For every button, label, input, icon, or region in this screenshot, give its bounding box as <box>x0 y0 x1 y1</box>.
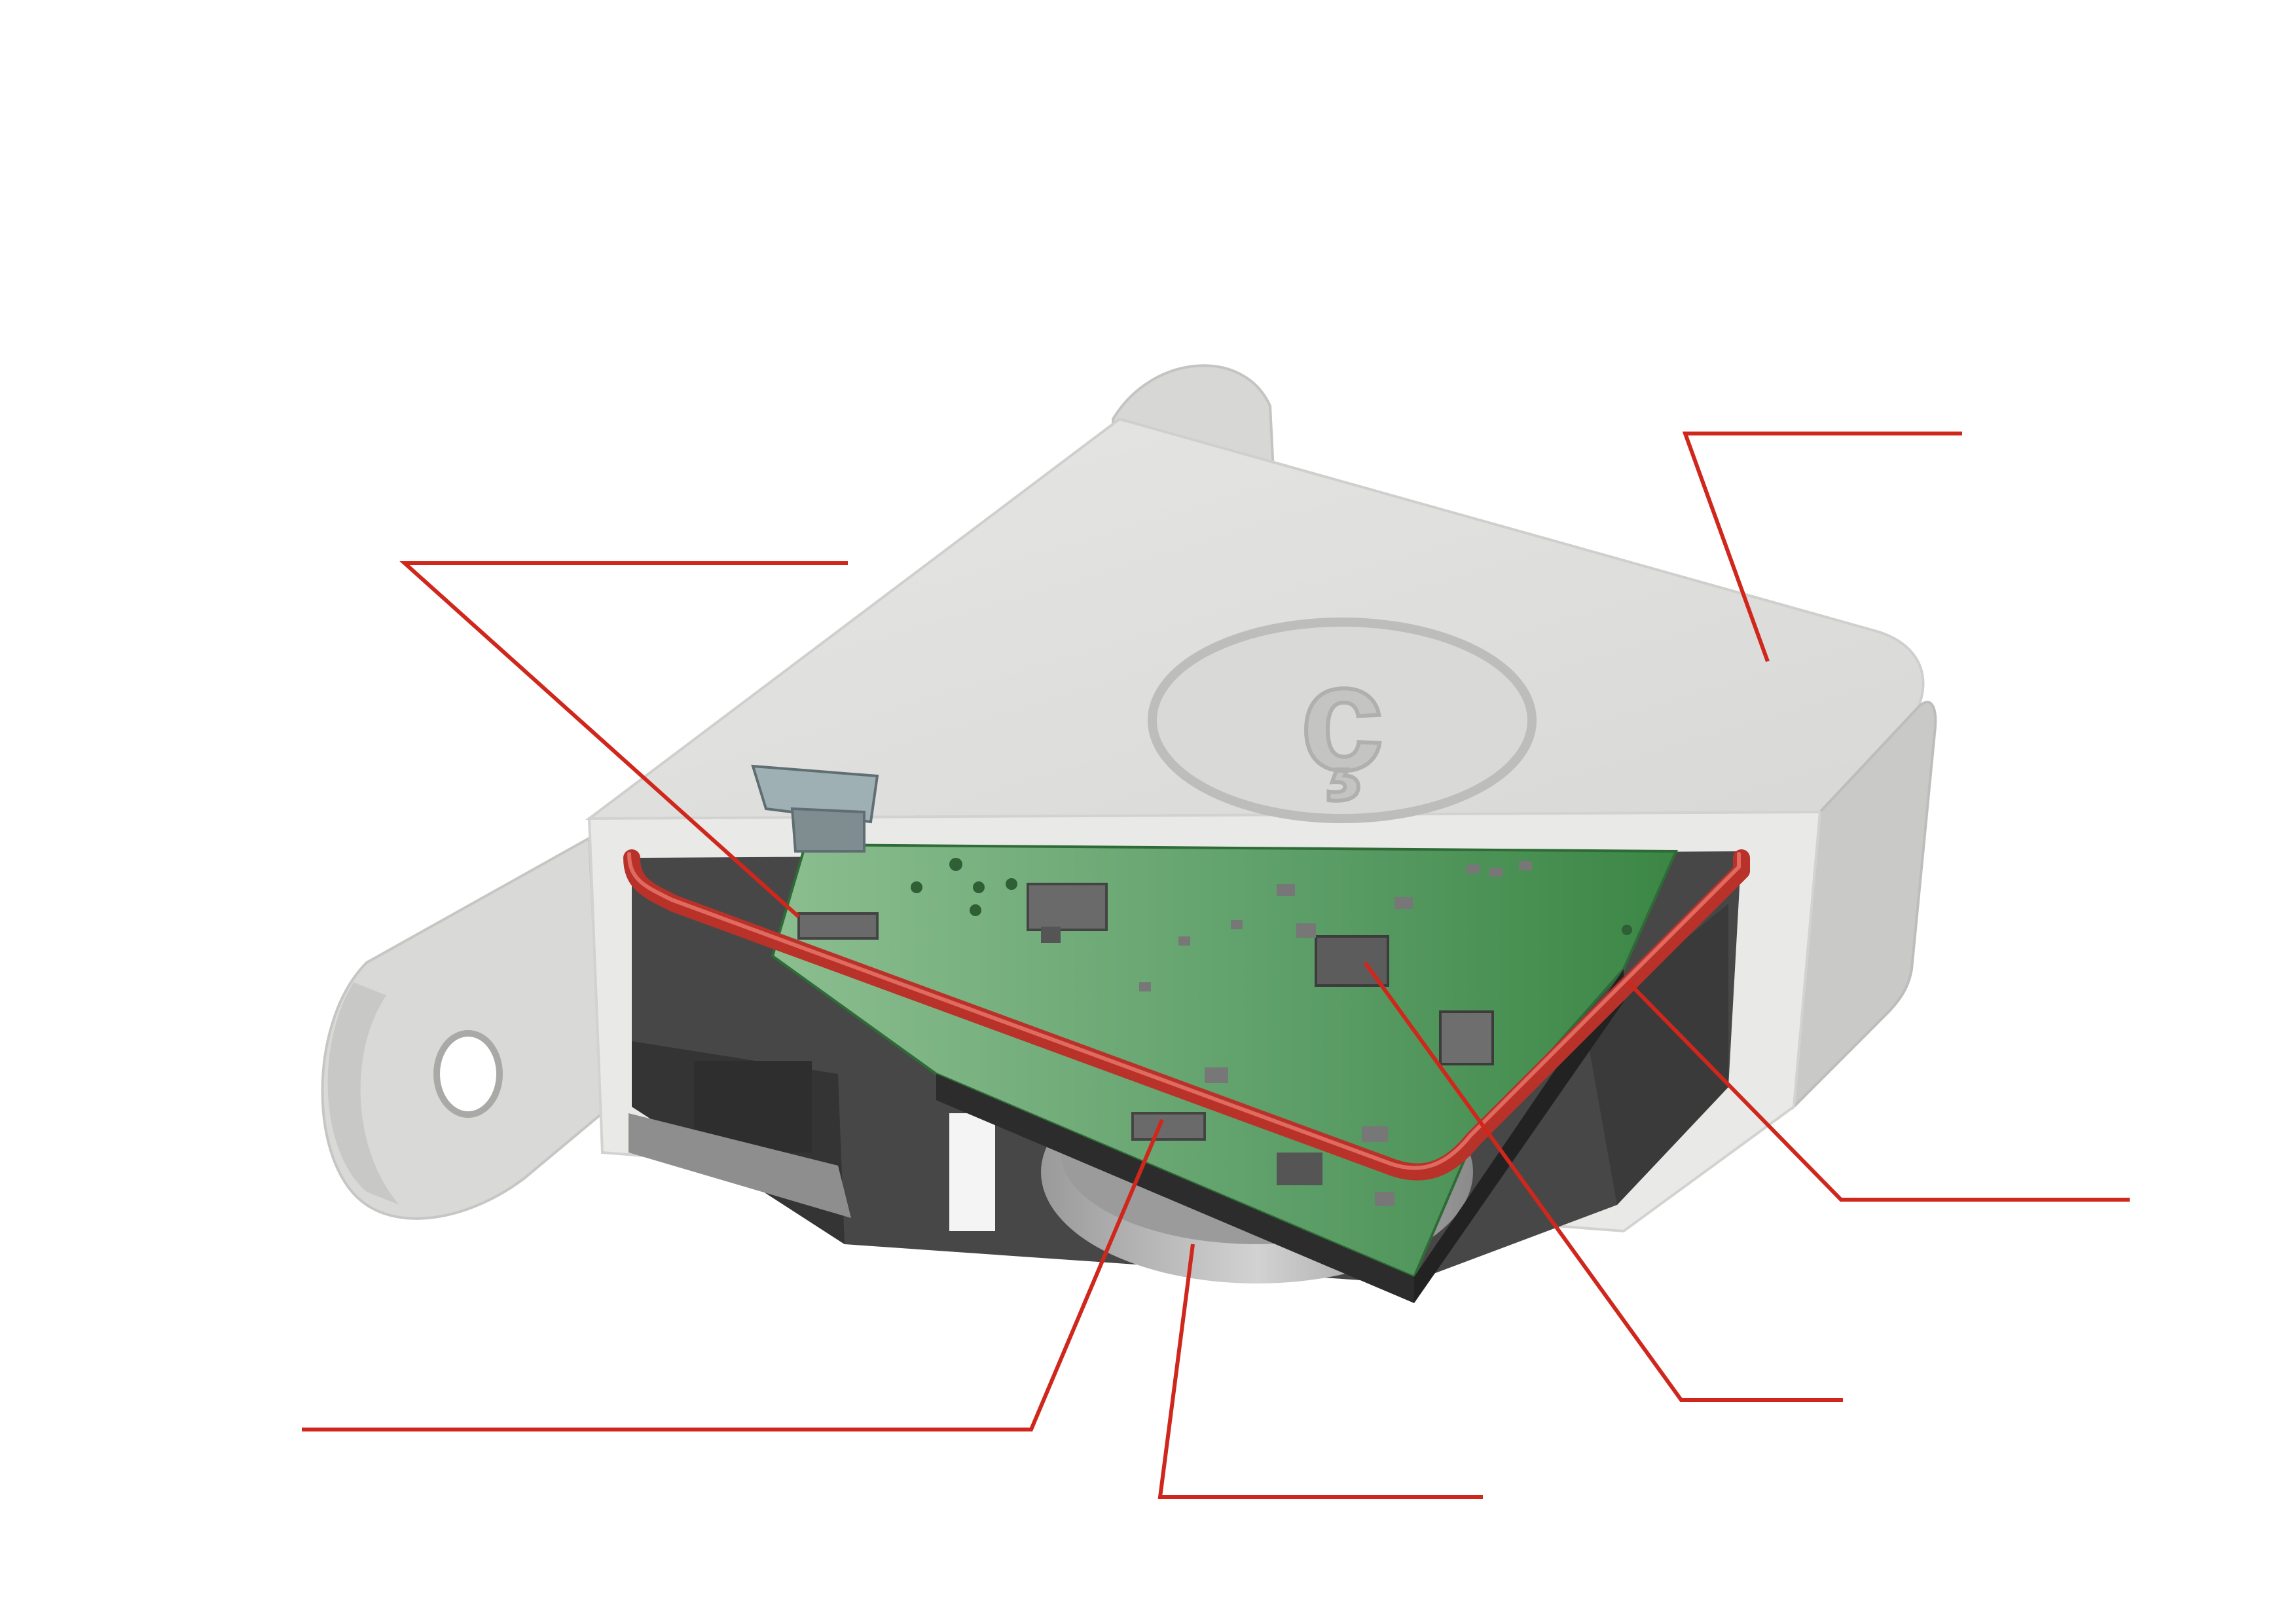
leader-antenna-contact-clip <box>399 561 848 919</box>
antenna-contact-clip <box>751 764 879 940</box>
mounting-tab <box>321 836 604 1220</box>
pcb-connector <box>1131 1112 1206 1141</box>
logo-emboss: ç <box>1148 618 1537 823</box>
leader-pcb-connector <box>302 1118 1164 1431</box>
leader-chip <box>1363 961 1843 1402</box>
switch-component <box>1027 883 1108 931</box>
mounting-hole <box>433 1030 503 1118</box>
leader-housing <box>1682 432 1962 663</box>
leader-lines <box>302 432 2130 1499</box>
pcb-components <box>1027 861 1532 1206</box>
logo-glyph: ç <box>1300 633 1384 802</box>
leader-coin-cell-battery <box>1157 1244 1483 1499</box>
sensor-component <box>1439 1010 1494 1065</box>
housing-right-face <box>1792 701 1937 1111</box>
leader-antenna-loop <box>1626 980 2130 1202</box>
